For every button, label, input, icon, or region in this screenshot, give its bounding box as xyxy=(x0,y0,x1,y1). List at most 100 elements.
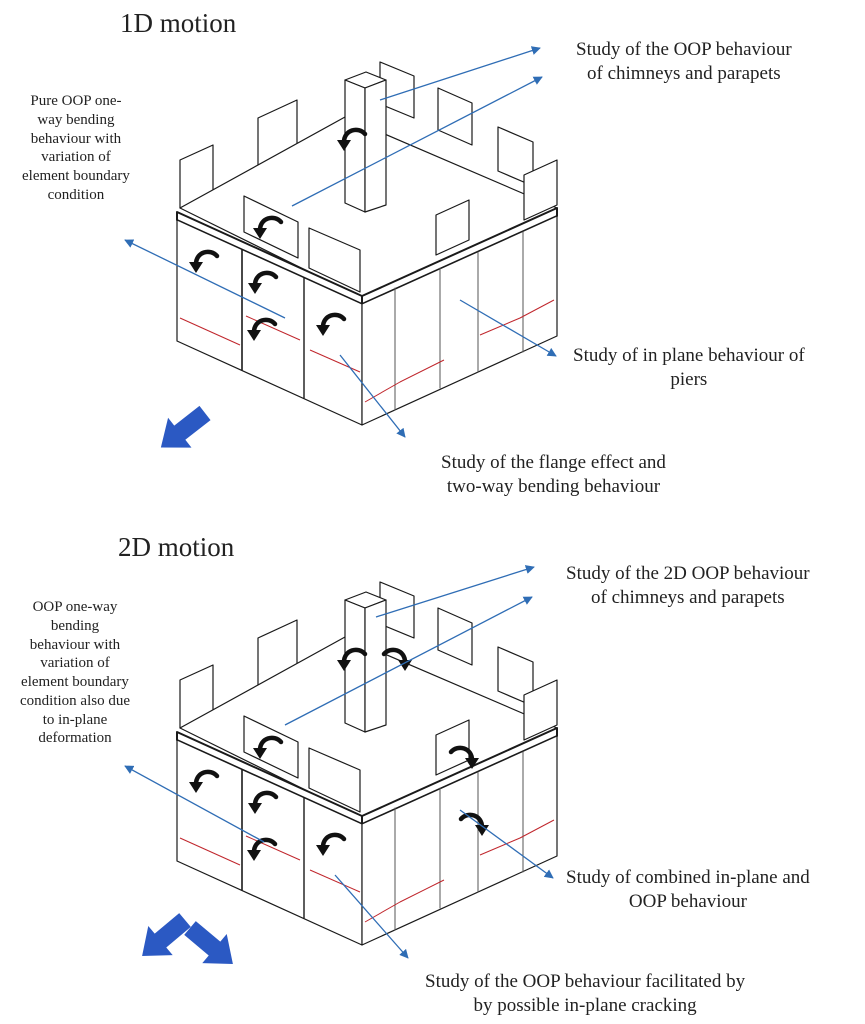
parapet-panel xyxy=(243,195,299,259)
crack-line xyxy=(479,299,555,336)
rotation-arc xyxy=(257,735,284,753)
label-line: bending xyxy=(50,617,100,634)
chimney-face xyxy=(364,599,387,733)
label-2d-chimneys: Study of the 2D OOP behaviour of chimney… xyxy=(566,562,810,610)
motion-arrow-icon xyxy=(160,405,211,448)
motion-arrow-icon xyxy=(184,921,233,964)
motion-arrow-icon xyxy=(142,913,191,956)
rotation-arc xyxy=(252,790,279,808)
crack-line xyxy=(179,837,241,866)
rotation-arc xyxy=(257,215,284,233)
label-line: Study of combined in-plane and xyxy=(566,867,810,888)
side-wall xyxy=(361,215,558,426)
rotation-arc xyxy=(320,312,347,330)
rotation-arc xyxy=(381,647,408,665)
label-line: element boundary xyxy=(21,674,129,690)
label-line: behaviour with xyxy=(30,130,122,147)
crack-line xyxy=(245,315,301,341)
leader-arrow xyxy=(459,299,557,357)
rotation-arrow-icon xyxy=(248,790,279,814)
label-line: condition xyxy=(47,186,105,203)
leader-arrow xyxy=(334,874,409,959)
label-line: to in-plane xyxy=(42,711,108,728)
rotation-arrow-icon xyxy=(458,812,489,836)
crack-line xyxy=(364,879,445,923)
parapet-panel xyxy=(435,199,470,256)
label-line: way bending xyxy=(37,111,115,128)
rotation-arrow-icon xyxy=(448,745,479,769)
parapet-panel xyxy=(523,679,558,741)
rotation-arrow-icon xyxy=(253,215,284,239)
rotation-arc xyxy=(341,127,368,145)
panel-1d xyxy=(160,61,558,448)
title-1d-motion: 1D motion xyxy=(120,8,237,38)
motion-arrow-shape xyxy=(142,913,191,956)
rotation-arc xyxy=(252,270,279,288)
rotation-arrowhead xyxy=(189,782,203,793)
label-line: variation of xyxy=(40,655,110,672)
leader-arrow xyxy=(124,239,286,319)
rotation-arc xyxy=(458,812,485,830)
label-1d-flange: Study of the flange effect and two-way b… xyxy=(441,451,666,499)
parapet-panel xyxy=(523,159,558,221)
label-line: Study of the 2D OOP behaviour xyxy=(566,563,810,584)
rotation-arrow-icon xyxy=(381,647,412,671)
crack-line xyxy=(309,349,361,373)
rotation-arrowhead xyxy=(247,330,261,341)
rotation-arrow-icon xyxy=(253,735,284,759)
rotation-arrow-icon xyxy=(248,270,279,294)
rotation-arrow-icon xyxy=(337,127,368,151)
motion-arrow-shape xyxy=(160,405,211,448)
rotation-arrowhead xyxy=(475,825,489,836)
label-1d-chimneys: Study of the OOP behaviour of chimneys a… xyxy=(576,38,792,86)
label-2d-one-way-bending: OOP one-way bending behaviour with varia… xyxy=(20,598,130,748)
leader-arrow xyxy=(339,354,406,438)
label-line: OOP behaviour xyxy=(628,890,747,912)
label-line: behaviour with xyxy=(29,636,121,653)
label-line: of chimneys and parapets xyxy=(591,586,785,608)
label-line: of chimneys and parapets xyxy=(587,62,781,84)
rotation-arrowhead xyxy=(316,325,330,336)
label-line: Pure OOP one- xyxy=(30,93,122,109)
leader-arrow xyxy=(459,809,554,879)
label-line: Study of in plane behaviour of xyxy=(573,345,805,366)
motion-arrow-shape xyxy=(184,921,233,964)
rotation-arrow-icon xyxy=(337,647,368,671)
rotation-arrowhead xyxy=(337,140,351,151)
rotation-arc xyxy=(320,832,347,850)
rotation-arc xyxy=(341,647,368,665)
leader-arrow xyxy=(284,596,533,726)
parapet-panel xyxy=(437,87,473,146)
parapet-panel xyxy=(243,715,299,779)
crack-line xyxy=(309,869,361,893)
chimney-face xyxy=(364,79,387,213)
rotation-arrowhead xyxy=(248,803,262,814)
label-line: Study of the OOP behaviour facilitated b… xyxy=(425,971,746,992)
label-2d-cracking: Study of the OOP behaviour facilitated b… xyxy=(425,970,745,1018)
rotation-arrowhead xyxy=(316,845,330,856)
rotation-arc xyxy=(193,769,220,787)
rotation-arrow-icon xyxy=(316,312,347,336)
rotation-arrowhead xyxy=(248,283,262,294)
rotation-arrow-icon xyxy=(316,832,347,856)
label-line: condition also due xyxy=(20,692,130,709)
label-line: two-way bending behaviour xyxy=(446,475,661,497)
rotation-arrowhead xyxy=(189,262,203,273)
parapet-panel xyxy=(308,747,361,813)
rotation-arc xyxy=(251,317,278,335)
rotation-arrowhead xyxy=(398,660,412,671)
label-line: element boundary xyxy=(22,168,130,184)
chimney-face xyxy=(344,79,366,213)
label-1d-one-way-bending: Pure OOP one- way bending behaviour with… xyxy=(22,92,130,205)
label-line: Study of the OOP behaviour xyxy=(576,39,792,60)
rotation-arrowhead xyxy=(337,660,351,671)
label-line: OOP one-way xyxy=(32,599,118,615)
rotation-arrow-icon xyxy=(189,249,220,273)
label-line: by possible in-plane cracking xyxy=(473,994,697,1016)
label-line: piers xyxy=(670,368,708,390)
side-wall xyxy=(361,735,558,946)
leader-lines xyxy=(124,46,557,959)
label-line: deformation xyxy=(38,730,112,747)
crack-line xyxy=(479,819,555,856)
rotation-arrowhead xyxy=(253,228,267,239)
